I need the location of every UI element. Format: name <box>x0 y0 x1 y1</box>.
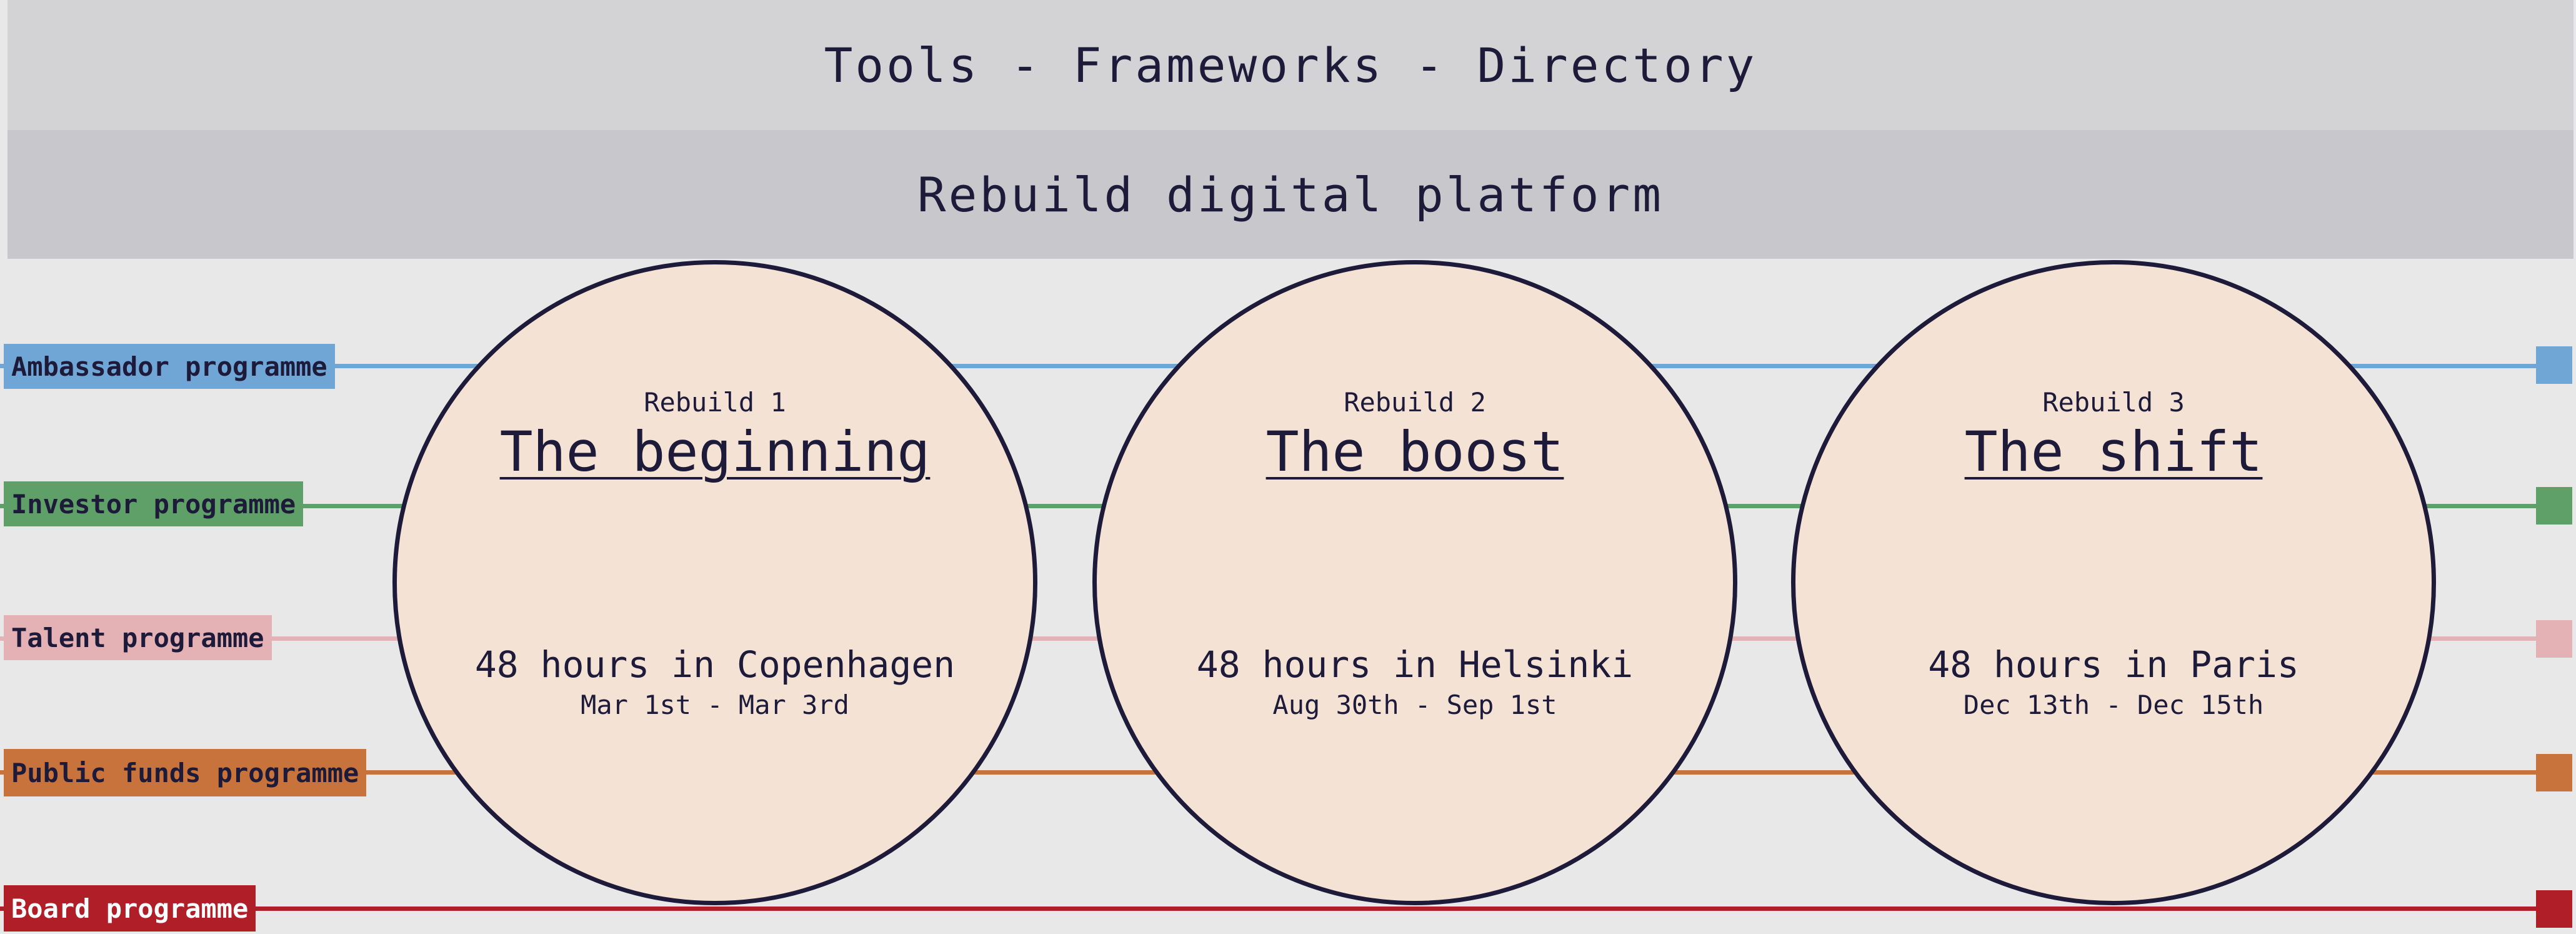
rebuild-location: 48 hours in Copenhagen <box>474 643 956 686</box>
lane-end-marker-public-funds <box>2536 754 2572 791</box>
rebuild-circle-3: Rebuild 3 The shift 48 hours in Paris De… <box>1791 260 2436 905</box>
rebuild-circle-2: Rebuild 2 The boost 48 hours in Helsinki… <box>1092 260 1737 905</box>
page-title: Tools - Frameworks - Directory <box>7 0 2574 130</box>
lane-label-board: Board programme <box>4 885 256 931</box>
rebuild-dates: Aug 30th - Sep 1st <box>1272 690 1557 720</box>
lane-end-marker-investor <box>2536 487 2572 525</box>
rebuild-dates: Mar 1st - Mar 3rd <box>581 690 849 720</box>
page-subtitle: Rebuild digital platform <box>7 130 2574 259</box>
lane-label-ambassador: Ambassador programme <box>4 344 335 389</box>
lane-label-public-funds: Public funds programme <box>4 749 367 796</box>
rebuild-title: The boost <box>1266 419 1564 484</box>
rebuild-location: 48 hours in Paris <box>1928 643 2299 686</box>
rebuild-circle-1: Rebuild 1 The beginning 48 hours in Cope… <box>392 260 1037 905</box>
lane-label-investor: Investor programme <box>4 481 304 526</box>
lane-line-board <box>0 906 2537 911</box>
lane-end-marker-board <box>2536 890 2572 928</box>
lane-end-marker-talent <box>2536 620 2572 658</box>
rebuild-title: The beginning <box>499 419 931 484</box>
lane-label-talent: Talent programme <box>4 615 272 660</box>
rebuild-number: Rebuild 1 <box>644 387 786 418</box>
rebuild-number: Rebuild 2 <box>1344 387 1486 418</box>
rebuild-title: The shift <box>1964 419 2263 484</box>
lane-end-marker-ambassador <box>2536 346 2572 384</box>
rebuild-dates: Dec 13th - Dec 15th <box>1963 690 2264 720</box>
rebuild-location: 48 hours in Helsinki <box>1196 643 1634 686</box>
rebuild-number: Rebuild 3 <box>2042 387 2185 418</box>
